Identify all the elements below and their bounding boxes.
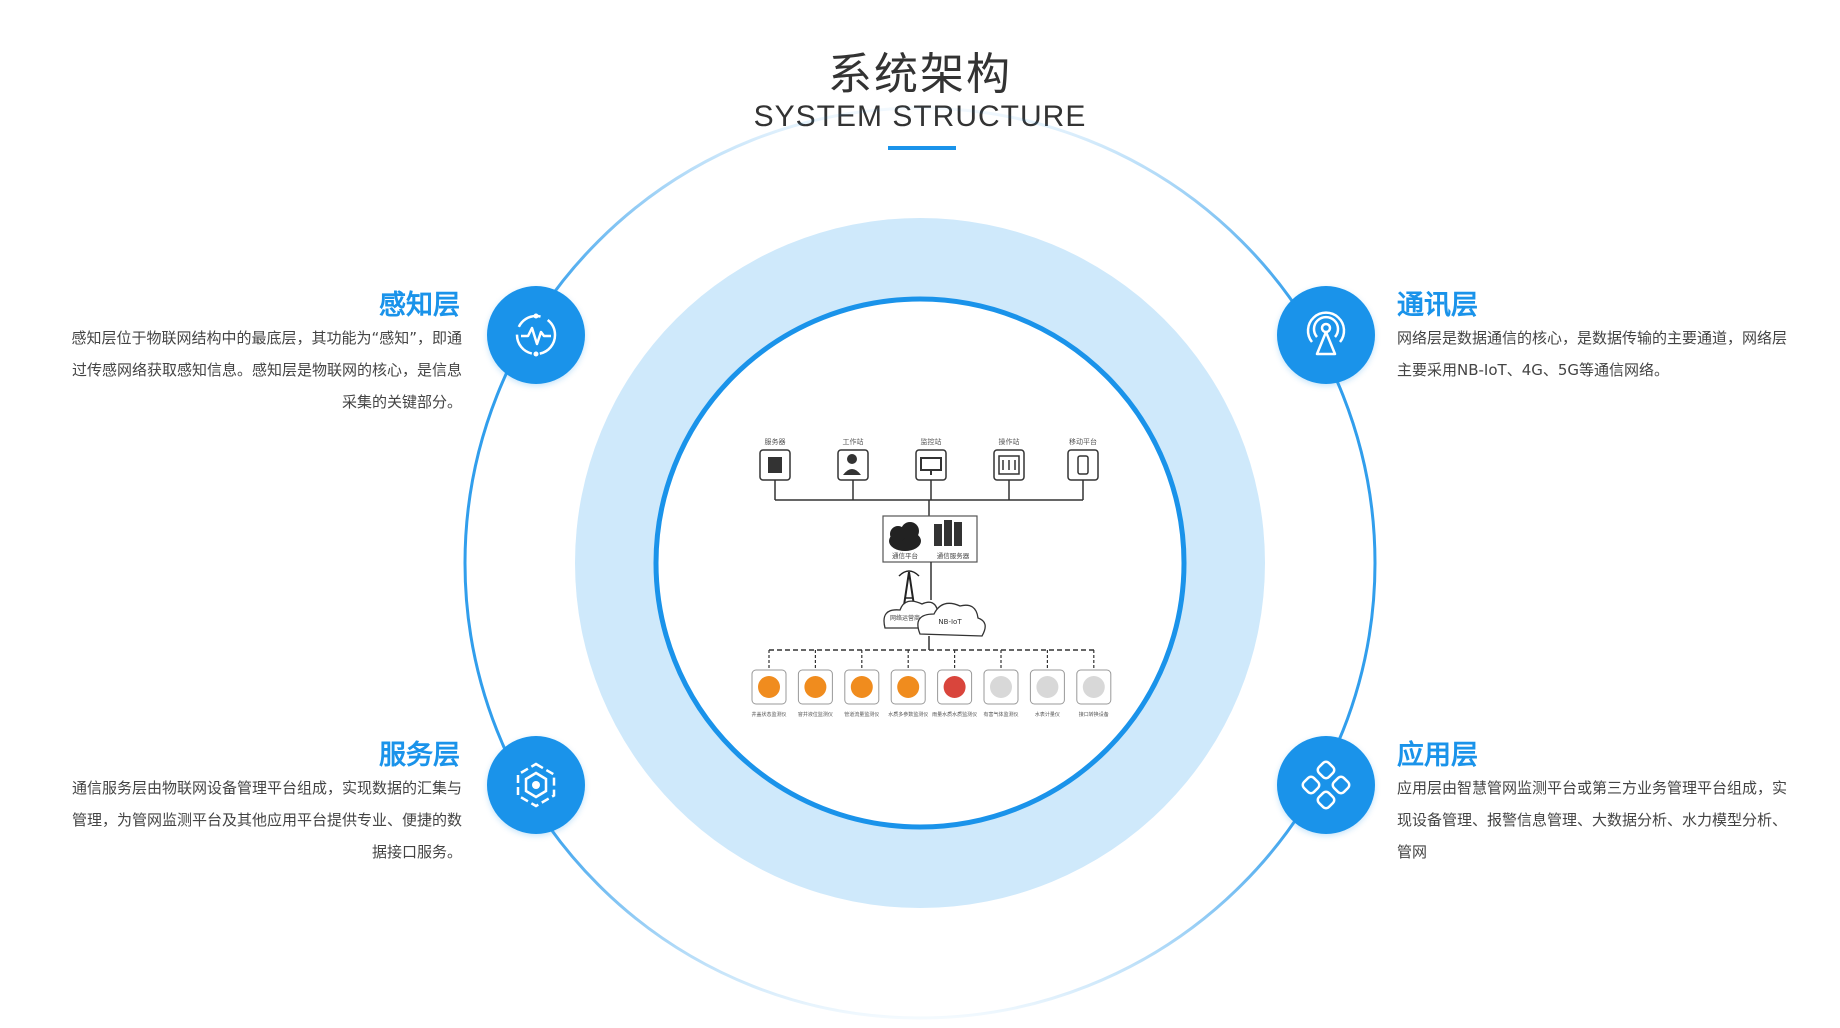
device-body [758,676,780,698]
device-node: 有害气体监测仪 [983,669,1019,718]
device-node: 水表计量仪 [1029,669,1065,718]
top-node-label: 监控站 [921,437,942,446]
signal-tower-drawing [898,570,920,613]
communication-icon-badge [1277,286,1375,384]
device-label: 水质多参数监测仪 [888,711,928,718]
device-label: 井盖状态监测仪 [751,711,786,718]
communication-layer-desc: 网络层是数据通信的核心，是数据传输的主要通道，网络层主要采用NB-IoT、4G、… [1397,329,1788,379]
platform-label: 通信平台 [892,551,918,560]
device-label: 管道流量监测仪 [844,711,879,718]
application-icon-badge [1277,736,1375,834]
platform-label: 通信服务器 [937,551,970,560]
page-title: 系统架构 [828,49,1012,100]
device-body [1036,676,1059,698]
hexagon-hub-icon [516,762,556,808]
four-petal-grid-icon [1301,760,1351,810]
top-node-operator-station: 操作站 [993,437,1025,481]
title-underline [888,146,956,150]
service-layer-desc: 通信服务层由物联网设备管理平台组成，实现数据的汇集与管理，为管网监测平台及其他应… [71,779,462,861]
communication-layer-title: 通讯层 [1397,290,1478,321]
network-label: 网络运营商 [890,614,920,622]
service-layer-title: 服务层 [379,740,460,771]
device-body [804,676,827,698]
signal-tower-icon [1306,311,1346,356]
top-node-label: 移动平台 [1069,437,1097,446]
top-node-mobile-platform: 移动平台 [1067,437,1099,481]
device-node: 水质多参数监测仪 [888,669,928,718]
network-topology-drawing: 服务器 工作站 监控站 操作站 [751,437,1112,718]
top-node-label: 工作站 [843,437,864,446]
device-body [990,676,1012,698]
device-body [850,676,873,698]
device-label: 水表计量仪 [1035,711,1060,718]
device-node: 窨井液位监测仪 [798,669,833,718]
core-circle [653,296,1187,830]
device-node: 井盖状态监测仪 [751,669,787,718]
device-label: 接口转换设备 [1079,711,1109,718]
device-body [897,676,920,698]
device-node: 雨量水质水质监测仪 [932,669,977,718]
perception-icon-badge [487,286,585,384]
application-layer-desc: 应用层由智慧管网监测平台或第三方业务管理平台组成，实现设备管理、报警信息管理、大… [1397,779,1788,861]
device-body [943,676,966,698]
device-label: 雨量水质水质监测仪 [932,711,977,718]
top-node-label: 服务器 [765,437,786,446]
device-label: 有害气体监测仪 [983,711,1018,718]
network-cloud-drawing: 网络运营商 NB-IoT [883,600,986,637]
perception-layer-desc: 感知层位于物联网结构中的最底层，其功能为“感知”，即通过传感网络获取感知信息。感… [71,329,462,411]
device-node: 接口转换设备 [1076,669,1112,718]
device-node: 管道流量监测仪 [844,669,879,718]
page-subtitle: SYSTEM STRUCTURE [753,100,1087,133]
activity-pulse-icon [515,313,557,357]
communication-platform-box: 通信平台 通信服务器 [882,515,978,563]
device-body [1082,676,1105,698]
perception-layer-title: 感知层 [379,290,460,321]
service-icon-badge [487,736,585,834]
device-label: 窨井液位监测仪 [798,711,833,718]
application-layer-title: 应用层 [1397,740,1478,771]
top-node-label: 操作站 [999,437,1020,446]
outer-orbit-ring [463,106,1377,1020]
network-label: NB-IoT [938,618,962,626]
